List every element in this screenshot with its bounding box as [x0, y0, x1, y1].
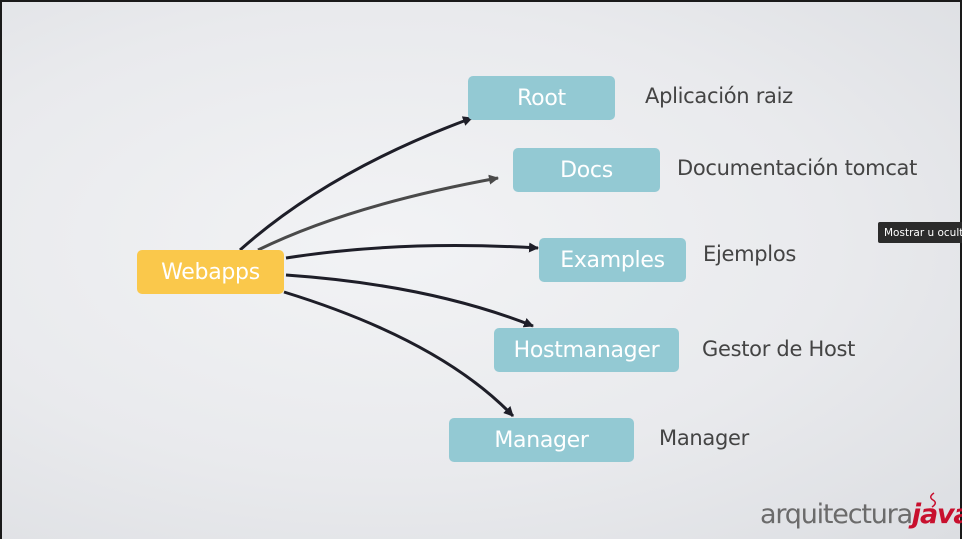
arrow-to-root: [239, 116, 473, 252]
docs-node: Docs: [513, 148, 660, 192]
root-node: Root: [468, 76, 615, 120]
arrow-to-docs: [257, 174, 499, 252]
window-right-border: [960, 0, 962, 539]
examples-node: Examples: [539, 238, 686, 282]
brand-logo-text-accent: java: [911, 499, 962, 530]
arrow-to-hostmanager: [285, 273, 534, 328]
hostmanager-description: Gestor de Host: [702, 337, 856, 361]
hostmanager-node: Hostmanager: [494, 328, 679, 372]
webapps-node: Webapps: [137, 250, 284, 294]
window-left-border: [0, 0, 2, 539]
root-description: Aplicación raiz: [645, 84, 793, 108]
brand-logo: arquitecturajava: [760, 499, 962, 530]
arrow-to-examples: [285, 242, 539, 260]
manager-description: Manager: [659, 426, 749, 450]
arrow-to-manager: [283, 290, 515, 418]
docs-description: Documentación tomcat: [677, 156, 918, 180]
window-top-border: [0, 0, 962, 2]
manager-node: Manager: [449, 418, 634, 462]
brand-steam-icon: [930, 492, 936, 508]
brand-logo-text-primary: arquitectura: [760, 499, 913, 530]
examples-description: Ejemplos: [703, 242, 797, 266]
